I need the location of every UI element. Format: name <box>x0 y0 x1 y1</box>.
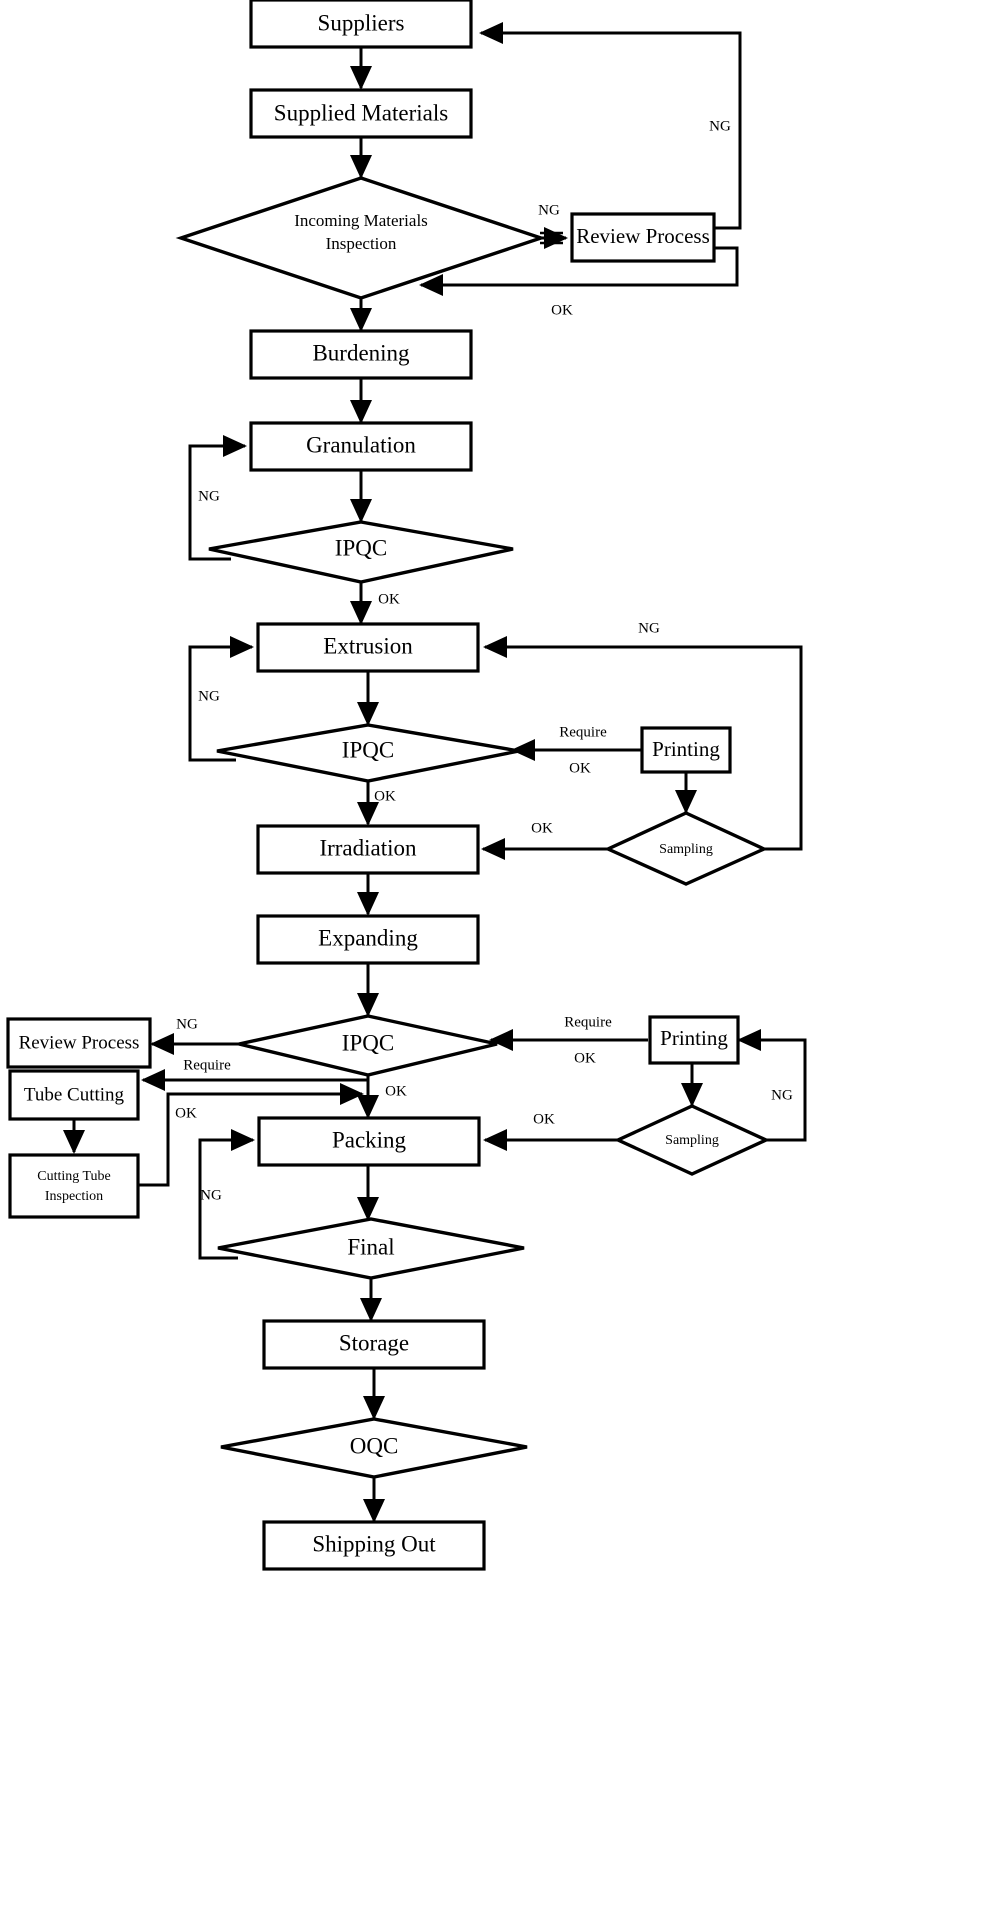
node-burdening[interactable]: Burdening <box>249 329 473 380</box>
node-final[interactable]: Final <box>217 1217 525 1280</box>
node-ipqc-expanding[interactable]: IPQC <box>238 1014 498 1077</box>
node-incoming-materials-inspection[interactable]: Incoming Materials Inspection <box>175 176 547 300</box>
edge-label-require-printing-lower: Require <box>564 1014 612 1030</box>
node-cutting-tube-inspection[interactable]: Cutting Tube Inspection <box>8 1153 140 1219</box>
node-review-process-lower[interactable]: Review Process <box>6 1017 152 1069</box>
edge-label-ok-ipqc-extrusion: OK <box>374 788 396 804</box>
edge-ipqc-extrusion-ng-loop <box>188 636 254 762</box>
node-packing-label: Packing <box>332 1127 407 1152</box>
node-suppliers[interactable]: Suppliers <box>249 0 473 49</box>
edge-label-ng-ipqc-expanding: NG <box>176 1016 198 1032</box>
edge-sampling-lower-ng-to-printing-lower <box>737 1029 807 1142</box>
node-incoming-materials-inspection-label: Incoming Materials <box>294 211 428 230</box>
node-tube-cutting-label: Tube Cutting <box>24 1084 125 1105</box>
node-oqc-label: OQC <box>350 1433 399 1458</box>
node-review-process-lower-label: Review Process <box>19 1032 140 1053</box>
node-tube-cutting[interactable]: Tube Cutting <box>8 1069 140 1121</box>
edge-label-ok-review-to-inspection: OK <box>551 302 573 318</box>
node-review-process-top-label: Review Process <box>576 224 710 248</box>
edge-label-ng-ipqc-granulation: NG <box>198 488 220 504</box>
node-storage-label: Storage <box>339 1330 409 1355</box>
edge-label-ng-ipqc-extrusion: NG <box>198 688 220 704</box>
edge-label-ng-inspection-to-review: NG <box>538 202 560 218</box>
node-incoming-materials-inspection-label2: Inspection <box>326 234 397 253</box>
node-irradiation[interactable]: Irradiation <box>256 824 480 875</box>
edge-cutting-tube-inspection-ok <box>136 1083 364 1187</box>
edge-label-ok-printing-upper: OK <box>569 760 591 776</box>
node-supplied-materials[interactable]: Supplied Materials <box>249 88 473 139</box>
node-suppliers-label: Suppliers <box>318 10 405 35</box>
node-printing-upper-label: Printing <box>652 737 720 761</box>
node-extrusion[interactable]: Extrusion <box>256 622 480 673</box>
node-sampling-lower[interactable]: Sampling <box>613 1104 771 1176</box>
edge-label-ng-final: NG <box>200 1187 222 1203</box>
edge-sampling-upper-ng-to-extrusion <box>483 636 803 851</box>
node-packing[interactable]: Packing <box>257 1116 481 1167</box>
node-ipqc-granulation-label: IPQC <box>335 535 387 560</box>
edge-label-ok-sampling-lower: OK <box>533 1111 555 1127</box>
node-burdening-label: Burdening <box>312 340 410 365</box>
node-cutting-tube-inspection-label2: Inspection <box>45 1189 103 1204</box>
edge-label-require-printing-upper: Require <box>559 724 607 740</box>
node-sampling-upper[interactable]: Sampling <box>603 811 769 886</box>
node-printing-upper[interactable]: Printing <box>640 726 732 774</box>
node-expanding[interactable]: Expanding <box>256 914 480 965</box>
edge-label-ok-cutting-tube: OK <box>175 1105 197 1121</box>
node-supplied-materials-label: Supplied Materials <box>274 100 448 125</box>
edge-ipqc-expanding-require-to-tube-cutting <box>141 1069 370 1091</box>
edge-label-ok-sampling-upper: OK <box>531 820 553 836</box>
edge-label-ng-sampling-to-extrusion: NG <box>638 620 660 636</box>
edge-ipqc-granulation-ng-loop <box>188 435 247 561</box>
node-ipqc-extrusion-label: IPQC <box>342 737 394 762</box>
edge-review-ok-to-inspection <box>419 246 739 296</box>
node-extrusion-label: Extrusion <box>323 633 413 658</box>
node-sampling-lower-label: Sampling <box>665 1133 719 1148</box>
node-final-label: Final <box>347 1234 394 1259</box>
node-cutting-tube-inspection-label: Cutting Tube <box>37 1169 111 1184</box>
node-ipqc-extrusion[interactable]: IPQC <box>216 723 520 783</box>
node-granulation[interactable]: Granulation <box>249 421 473 472</box>
node-storage[interactable]: Storage <box>262 1319 486 1370</box>
edge-final-ng-loop-to-packing <box>198 1129 255 1260</box>
node-shipping-out[interactable]: Shipping Out <box>262 1520 486 1571</box>
edge-label-ok-ipqc-expanding: OK <box>385 1083 407 1099</box>
edge-label-require-ipqc-expanding: Require <box>183 1057 231 1073</box>
node-oqc[interactable]: OQC <box>220 1417 528 1479</box>
node-irradiation-label: Irradiation <box>319 835 417 860</box>
node-granulation-label: Granulation <box>306 432 416 457</box>
node-expanding-label: Expanding <box>318 925 418 950</box>
node-ipqc-granulation[interactable]: IPQC <box>208 520 514 584</box>
edge-label-ok-ipqc-granulation: OK <box>378 591 400 607</box>
edge-label-ng-review-to-suppliers: NG <box>709 118 731 134</box>
node-shipping-out-label: Shipping Out <box>312 1531 436 1556</box>
node-printing-lower-label: Printing <box>660 1026 728 1050</box>
edge-review-ng-to-suppliers <box>479 22 742 230</box>
edge-label-ok-printing-lower: OK <box>574 1050 596 1066</box>
node-printing-lower[interactable]: Printing <box>648 1015 740 1065</box>
node-review-process-top[interactable]: Review Process <box>570 212 716 263</box>
node-sampling-upper-label: Sampling <box>659 842 713 857</box>
node-ipqc-expanding-label: IPQC <box>342 1030 394 1055</box>
edge-label-ng-sampling-lower: NG <box>771 1087 793 1103</box>
